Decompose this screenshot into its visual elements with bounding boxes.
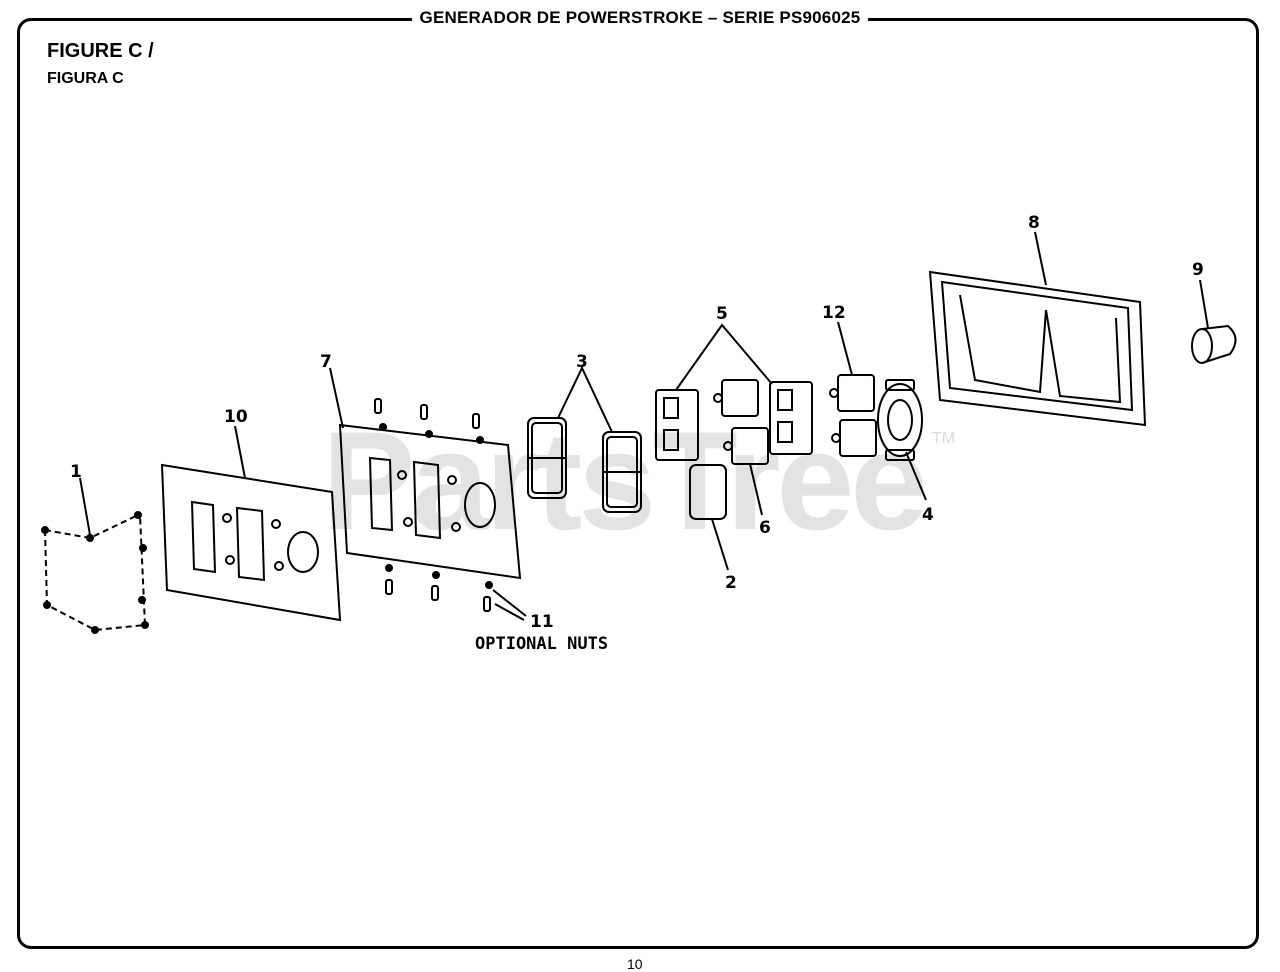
front-panel-part-10 (160, 463, 342, 622)
watermark-trademark: TM (932, 430, 956, 447)
figure-label-spanish: FIGURA C (47, 70, 124, 87)
callout-1: 1 (70, 462, 82, 482)
callout-3: 3 (576, 352, 588, 372)
optional-nuts-part-11 (483, 581, 527, 621)
callout-5: 5 (716, 304, 728, 324)
callout-8: 8 (1028, 213, 1040, 233)
callout-12: 12 (822, 303, 846, 323)
twist-lock-receptacle-part-4 (877, 379, 927, 501)
callout-10: 10 (224, 407, 248, 427)
optional-nuts-note: OPTIONAL NUTS (475, 634, 608, 654)
page-title: GENERADOR DE POWERSTROKE – SERIE PS90602… (0, 8, 1280, 28)
screws-part-1 (41, 511, 149, 634)
back-plate-part-7 (338, 398, 522, 601)
watermark: PartsTree (322, 402, 928, 559)
small-cover-part-2 (689, 464, 729, 571)
page-number: 10 (627, 956, 643, 972)
outlet-covers-part-3 (527, 365, 642, 513)
callout-2: 2 (725, 573, 737, 593)
callout-9: 9 (1192, 260, 1204, 280)
callout-6: 6 (759, 518, 771, 538)
grommet-part-9 (1191, 279, 1237, 364)
callout-4: 4 (922, 505, 934, 525)
figure-label: FIGURE C / (47, 40, 154, 62)
callout-7: 7 (320, 352, 332, 372)
circuit-breakers-part-6-12 (713, 321, 877, 516)
receptacles-part-5 (655, 323, 813, 461)
panel-box-part-8 (928, 231, 1147, 427)
callout-11: 11 (530, 612, 554, 632)
